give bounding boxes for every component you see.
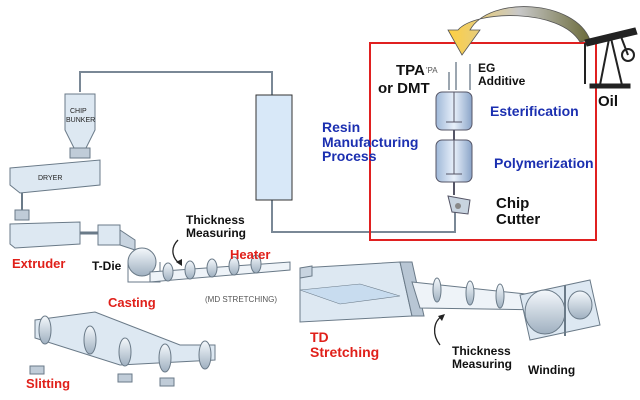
thickness-arrow-top [172,239,181,265]
t-die-label: T-Die [92,259,122,273]
dryer: DRYER [9,159,101,221]
pa-small-label: 'PA [426,66,438,75]
oil-label: Oil [598,93,619,110]
td-stretching-label: TD Stretching [310,329,380,360]
esterification-tank [435,91,473,140]
chip-transfer-pipe [79,71,456,233]
or-dmt-label: or DMT [378,80,430,97]
eg-additive-label: EG Additive [478,61,526,88]
svg-text:CHIP: CHIP [70,108,87,115]
svg-text:BUNKER: BUNKER [66,117,95,124]
esterification-label: Esterification [490,103,579,119]
polymerization-tank [435,139,473,195]
casting-roll [127,247,161,283]
thickness-top-line: Thickness Measuring [186,213,247,240]
extruder [9,221,100,249]
tpa-label: TPA [396,62,425,79]
extruder-label: Extruder [12,256,66,271]
thickness-measuring-top-label: Thickness Measuring [186,214,246,239]
feed-pipes [448,62,471,90]
t-die [97,224,136,251]
column-tower [255,94,293,201]
chip-cutter [447,195,471,215]
md-stretching-label: (MD STRETCHING) [205,295,277,304]
winder [519,279,601,341]
td-stretching-tenter [299,261,425,323]
oil-pumpjack-icon [584,27,638,89]
chip-cutter-label: Chip Cutter [496,195,541,228]
slitting-label: Slitting [26,376,71,391]
polymerization-label: Polymerization [494,155,594,171]
heater-label: Heater [230,247,271,262]
thickness-arrow-bottom [433,315,443,346]
svg-text:DRYER: DRYER [38,175,62,182]
film-web [411,277,546,311]
oil-feed-arrow [447,6,591,56]
winding-label: Winding [528,363,576,377]
thickness-measuring-bottom-label: Thickness Measuring [452,344,513,371]
chip-bunker: CHIP BUNKER [64,93,96,159]
resin-process-label: Resin Manufacturing Process [322,119,419,165]
md-stretching-rolls [149,254,291,283]
casting-label: Casting [108,295,156,310]
resin-process-frame [369,42,597,241]
slitting-machine [29,311,216,387]
